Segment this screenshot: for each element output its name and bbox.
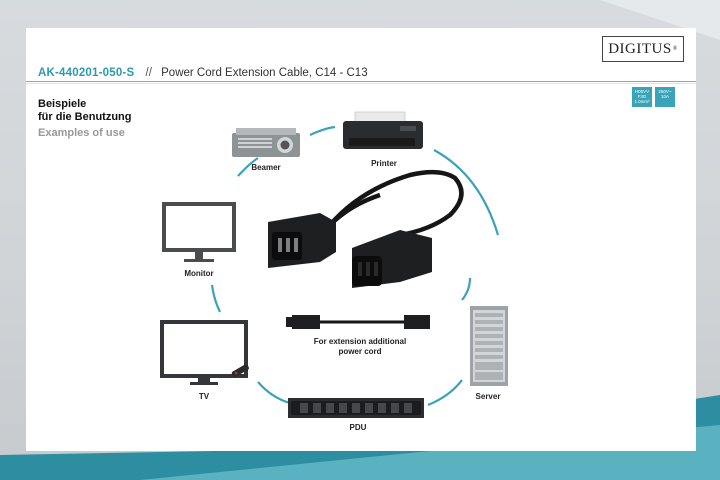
server-label: Server: [475, 392, 501, 401]
header-separator: //: [145, 67, 152, 79]
monitor-icon: [162, 202, 236, 262]
monitor-label: Monitor: [184, 269, 214, 278]
printer-icon: [343, 111, 423, 149]
section-title-de: Beispiele für die Benutzung: [38, 98, 132, 124]
server-icon: [470, 306, 508, 386]
pdu-label: PDU: [349, 423, 367, 432]
product-header: AK-440201-050-S // Power Cord Extension …: [38, 67, 368, 79]
cable-spec-badge: H05VV F3G 1.0mm²: [632, 87, 652, 107]
logo-mark: ®: [672, 46, 678, 52]
pdu-icon: [288, 398, 424, 418]
logo-text: DIGITUS: [608, 40, 672, 57]
digitus-logo: DIGITUS®: [602, 36, 684, 62]
header-rule: [26, 81, 696, 82]
certification-badges: H05VV F3G 1.0mm² 250V~ 10A: [632, 87, 675, 107]
beamer-icon: [232, 128, 300, 157]
tv-icon: [160, 320, 249, 385]
power-cord-illustration: [268, 169, 464, 288]
title-de-line2: für die Benutzung: [38, 111, 132, 123]
title-de-line1: Beispiele: [38, 98, 87, 110]
extension-label: For extension additional power cord: [290, 337, 430, 357]
printer-label: Printer: [371, 159, 397, 168]
extension-cable-illustration: [286, 315, 430, 329]
product-code: AK-440201-050-S: [38, 67, 135, 79]
extension-label-line1: For extension additional: [313, 337, 407, 346]
tv-label: TV: [198, 392, 210, 401]
beamer-label: Beamer: [251, 163, 281, 172]
header-rule-shadow: [26, 83, 696, 84]
content-card: [26, 28, 696, 451]
connection-ring: [210, 125, 500, 407]
extension-label-line2: power cord: [338, 347, 382, 356]
rating-badge: 250V~ 10A: [655, 87, 675, 107]
product-title: Power Cord Extension Cable, C14 - C13: [161, 67, 368, 79]
section-title-en: Examples of use: [38, 127, 125, 139]
